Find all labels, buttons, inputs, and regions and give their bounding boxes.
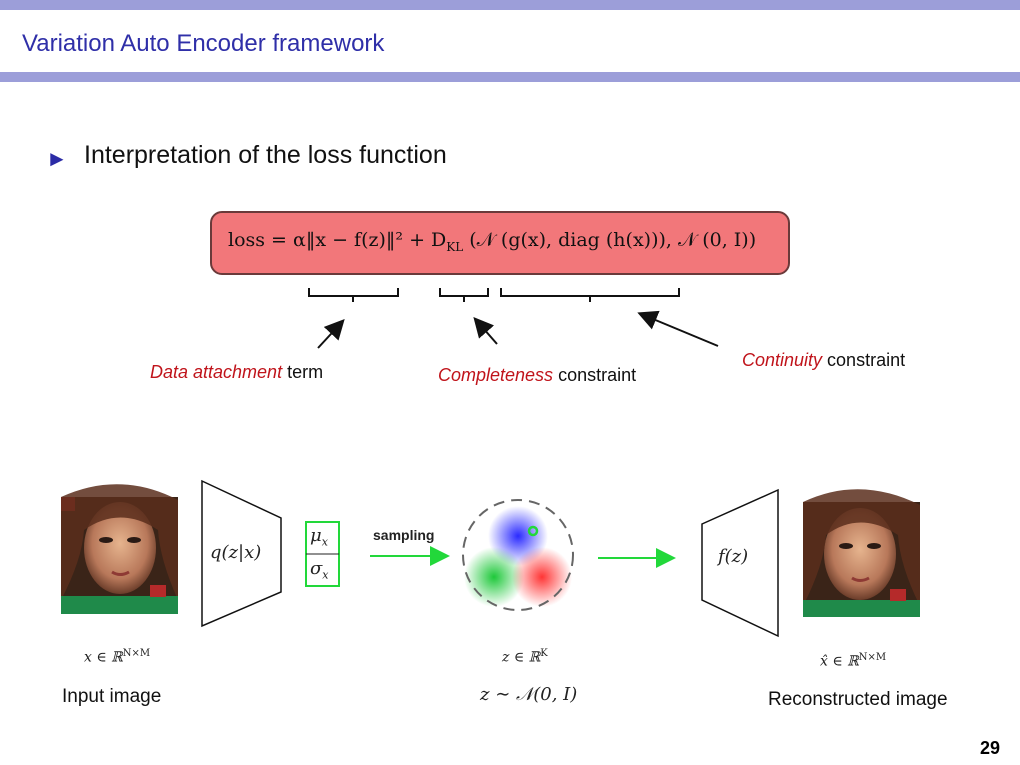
label-continuity-emph: Continuity [742, 350, 823, 370]
output-space-math: x̂ ∈ ℝN×M [820, 652, 886, 670]
input-face-image [61, 484, 178, 614]
label-completeness-rest: constraint [553, 365, 637, 385]
output-space-text: x̂ ∈ ℝ [820, 653, 859, 670]
label-data-attachment-rest: term [282, 362, 324, 382]
loss-formula: loss = α‖x − f(z)‖² + DKL (𝒩 (g(x), diag… [228, 229, 756, 254]
latent-distribution-blobs [462, 499, 574, 611]
mu-symbol: μ [310, 525, 322, 546]
loss-formula-box [210, 211, 790, 275]
label-completeness: Completeness constraint [438, 365, 636, 386]
brace-data-attachment [308, 288, 399, 302]
bullet-arrow-icon: ► [46, 146, 68, 171]
formula-kl-subscript: KL [446, 239, 464, 254]
label-continuity: Continuity constraint [742, 350, 905, 371]
encoder-label: q(z|x) [210, 542, 262, 563]
label-data-attachment-emph: Data attachment [150, 362, 283, 382]
mu-label: μx [310, 525, 328, 549]
input-space-math: x ∈ ℝN×M [84, 648, 150, 666]
latent-distribution-math: z ∼ 𝒩(0, I) [480, 684, 578, 705]
formula-rest: (𝒩 (g(x), diag (h(x))), 𝒩 (0, I)) [463, 229, 757, 251]
encoder-trapezoid [201, 479, 282, 628]
sampling-label: sampling [373, 527, 435, 543]
arrow-completeness [473, 316, 498, 345]
latent-space-math: z ∈ ℝK [502, 648, 548, 666]
reconstructed-image-caption: Reconstructed image [768, 689, 948, 710]
arrow-data-attachment [317, 319, 345, 349]
sigma-subscript: x [322, 568, 329, 582]
input-space-sup: N×M [122, 648, 151, 659]
page-number: 29 [979, 738, 1000, 758]
title-underline-bar [0, 72, 1020, 82]
label-continuity-rest: constraint [822, 350, 906, 370]
decoder-label: f(z) [718, 546, 749, 567]
latent-space-text: z ∈ ℝ [502, 649, 541, 666]
latent-space-sup: K [540, 648, 548, 659]
output-space-sup: N×M [858, 652, 887, 663]
brace-completeness [439, 288, 489, 302]
output-face-image [803, 489, 920, 617]
top-accent-bar [0, 0, 1020, 10]
input-space-text: x ∈ ℝ [84, 649, 123, 666]
bullet-text: Interpretation of the loss function [84, 141, 447, 169]
formula-main: loss = α‖x − f(z)‖² + D [228, 229, 447, 251]
brace-continuity [500, 288, 680, 302]
input-image-caption: Input image [62, 686, 162, 707]
mu-subscript: x [321, 535, 328, 549]
decoder-trapezoid [701, 488, 779, 638]
sigma-label: σx [310, 558, 329, 582]
sigma-symbol: σ [310, 558, 323, 579]
slide-title: Variation Auto Encoder framework [22, 30, 385, 57]
label-completeness-emph: Completeness [438, 365, 554, 385]
arrow-continuity [637, 310, 719, 347]
label-data-attachment: Data attachment term [150, 362, 323, 383]
